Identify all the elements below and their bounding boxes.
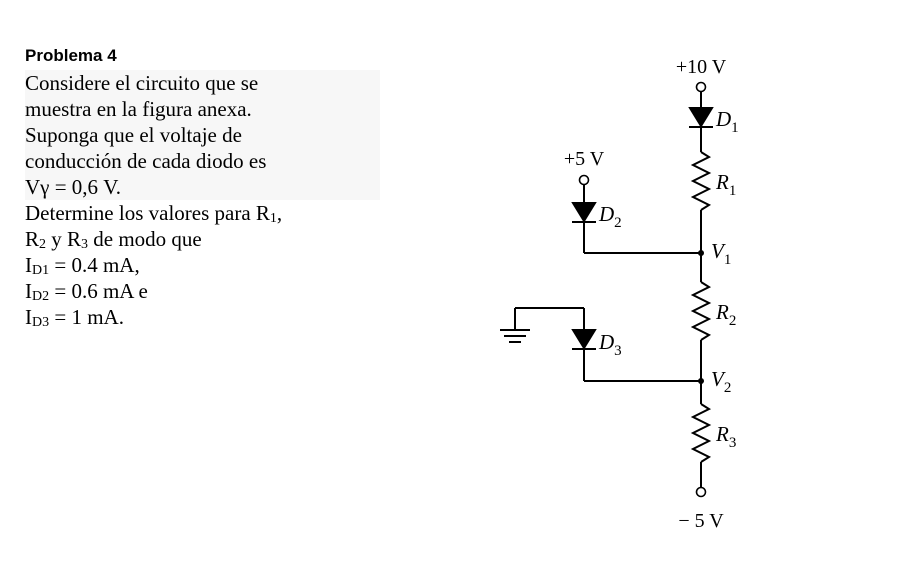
label-r3: R3 xyxy=(715,422,736,451)
diode-d3-icon xyxy=(571,329,597,350)
statement-line: muestra en la figura anexa. xyxy=(25,97,252,121)
terminal-minus5v xyxy=(695,486,707,498)
question-line: R2 y R3 de modo que xyxy=(25,227,202,252)
problem-question: Determine los valores para R1, R2 y R3 d… xyxy=(25,200,385,330)
label-d3: D3 xyxy=(598,330,622,359)
problem-statement: Considere el circuito que se muestra en … xyxy=(25,70,380,200)
label-d2: D2 xyxy=(598,202,622,231)
diode-d1-icon xyxy=(688,107,714,128)
statement-line: Vγ = 0,6 V. xyxy=(25,175,121,199)
label-v1: V1 xyxy=(711,239,731,268)
label-plus5v: +5 V xyxy=(564,148,605,170)
label-d1: D1 xyxy=(715,107,739,136)
resistor-r3 xyxy=(690,403,712,463)
question-line: Determine los valores para R1, xyxy=(25,201,283,226)
terminal-plus5v xyxy=(578,174,590,186)
node-v1-dot xyxy=(698,250,704,256)
current-spec-d2: ID2 = 0.6 mA e xyxy=(25,279,148,304)
label-plus10v: +10 V xyxy=(676,56,727,78)
problem-title: Problema 4 xyxy=(25,46,117,65)
resistor-r1 xyxy=(690,151,712,211)
label-r2: R2 xyxy=(715,300,736,329)
diode-d2-icon xyxy=(571,202,597,223)
resistor-r2 xyxy=(690,281,712,341)
node-v2-dot xyxy=(698,378,704,384)
statement-line: Considere el circuito que se xyxy=(25,71,259,95)
statement-line: Suponga que el voltaje de xyxy=(25,123,242,147)
current-spec-d1: ID1 = 0.4 mA, xyxy=(25,253,140,278)
label-r1: R1 xyxy=(715,170,736,199)
problem-text: Problema 4 Considere el circuito que se … xyxy=(25,44,385,330)
label-v2: V2 xyxy=(711,367,731,396)
label-minus5v: − 5 V xyxy=(678,510,724,532)
current-spec-d3: ID3 = 1 mA. xyxy=(25,305,124,330)
statement-line: conducción de cada diodo es xyxy=(25,149,267,173)
terminal-plus10v xyxy=(695,81,707,93)
